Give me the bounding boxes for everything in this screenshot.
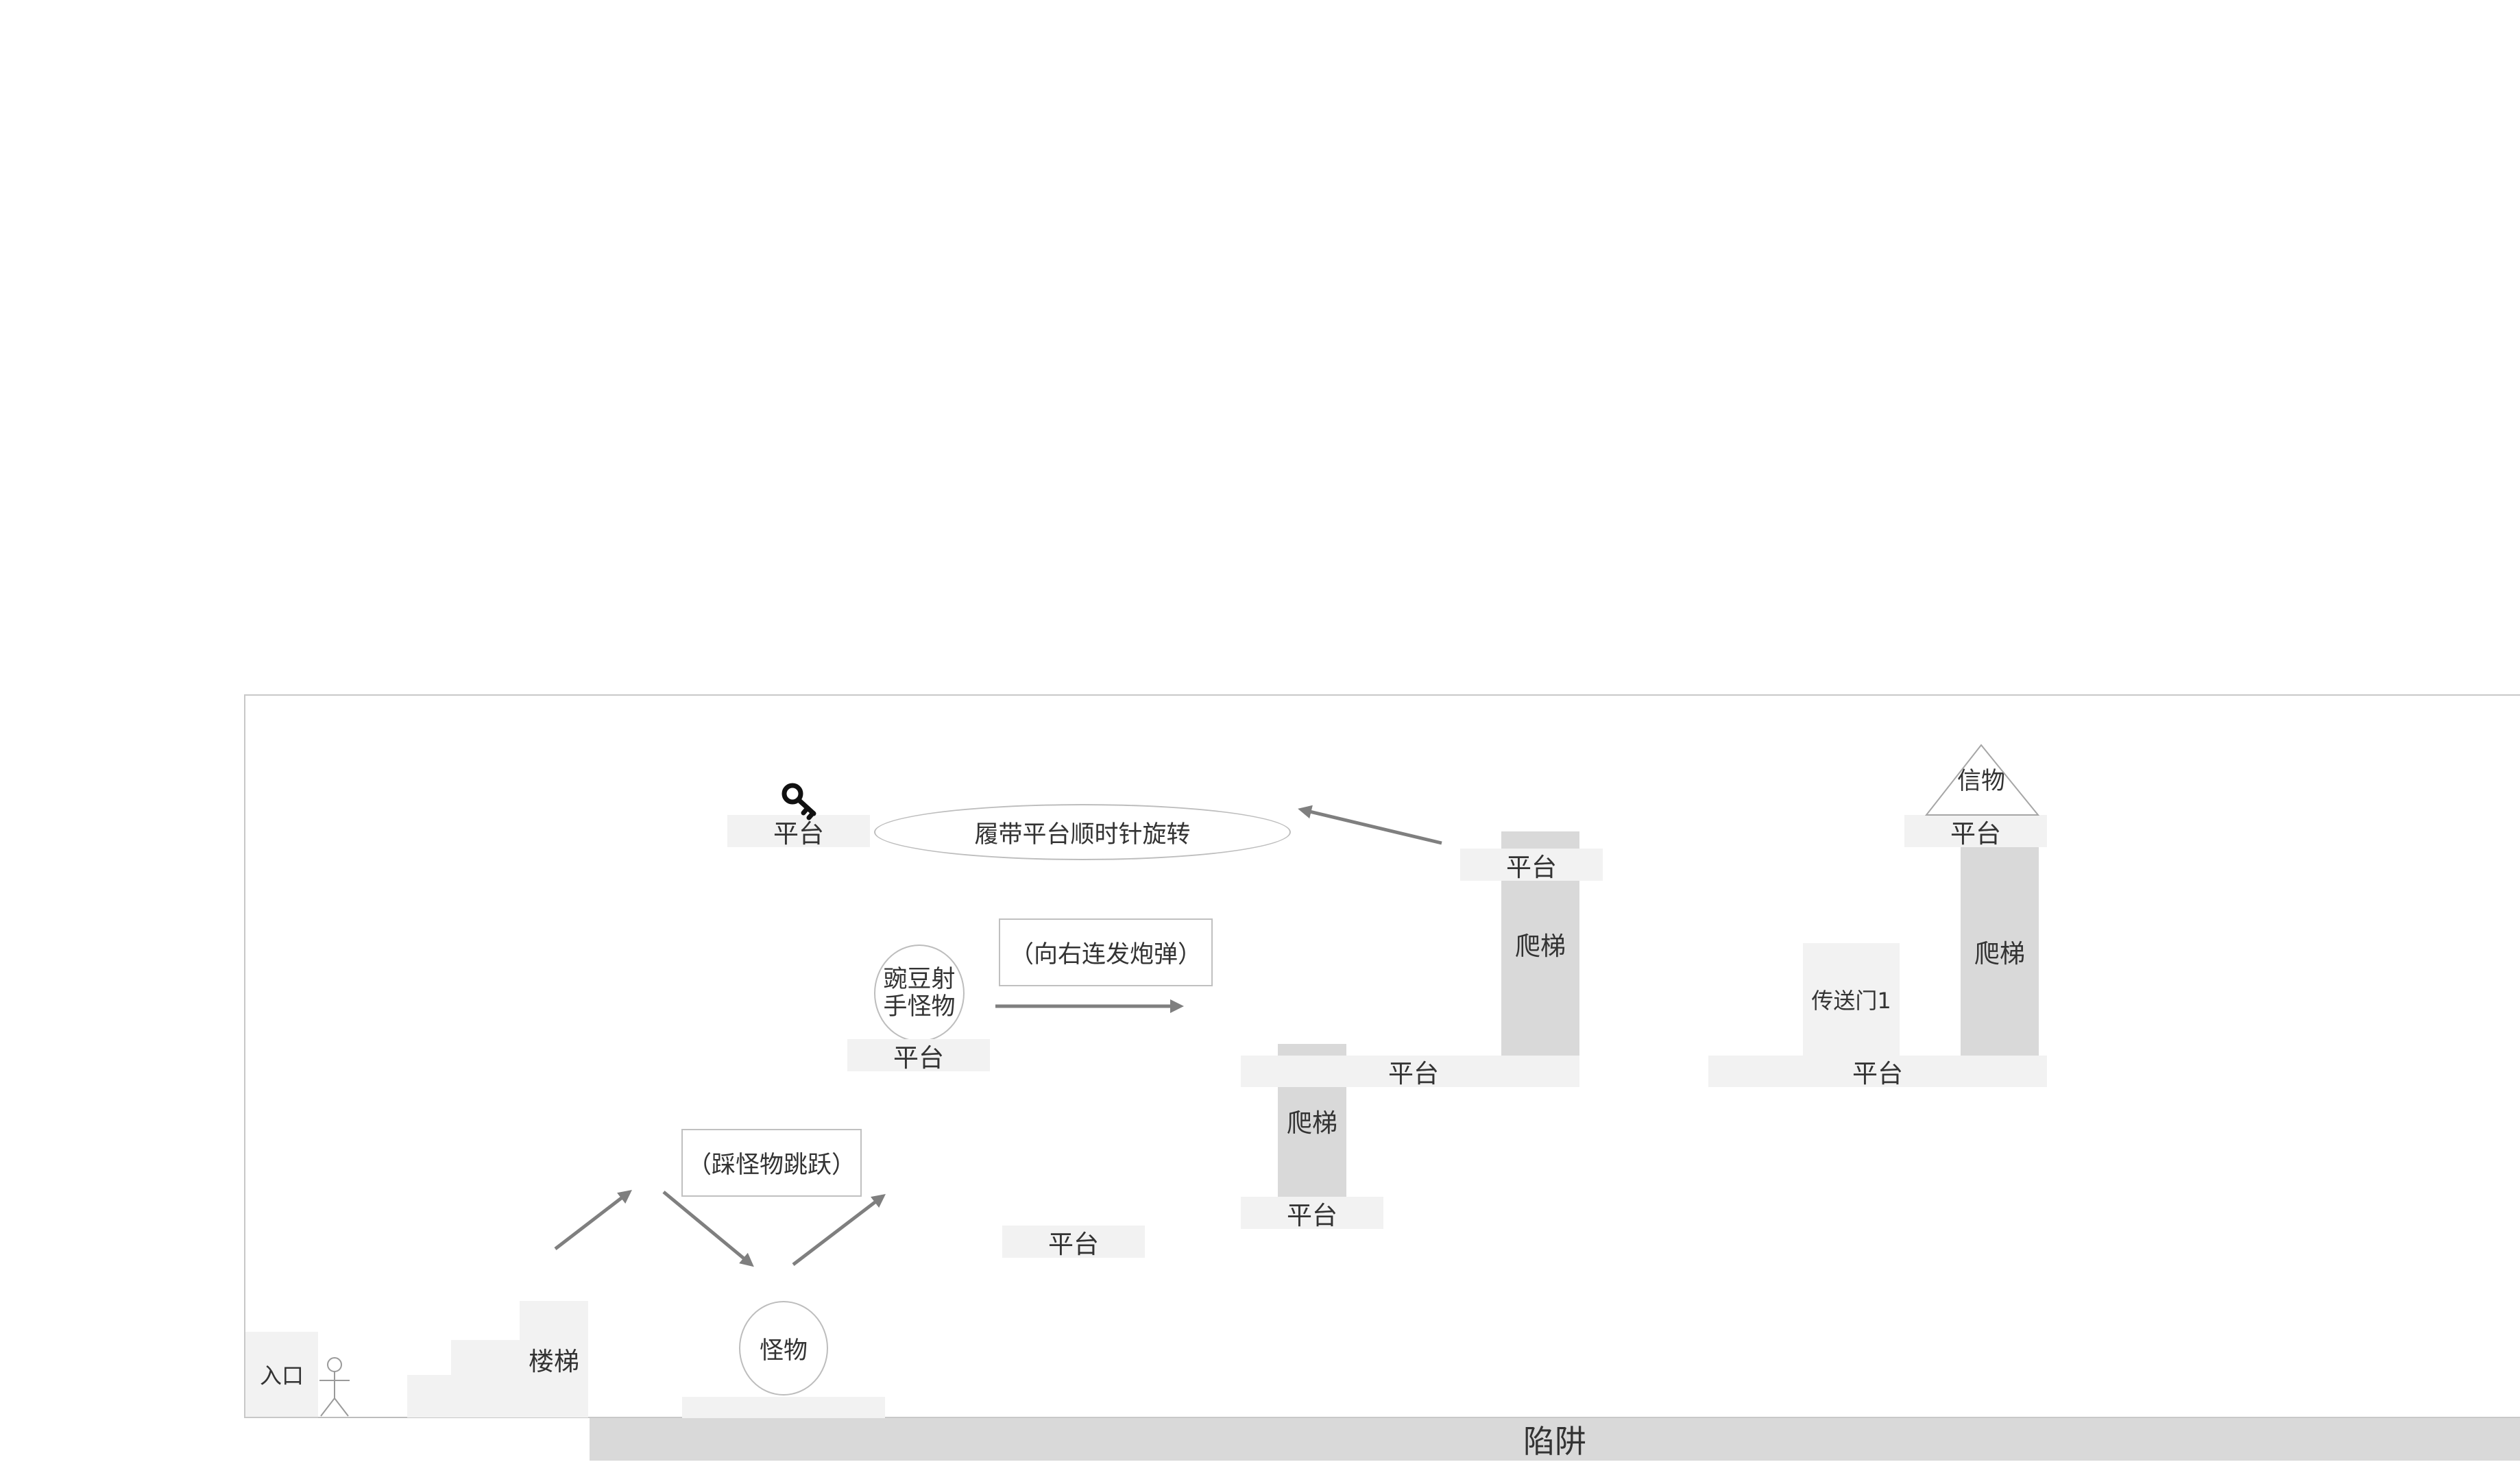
platform-label: 平台 xyxy=(1388,1059,1439,1088)
relic-label-box: 信物 xyxy=(1925,761,2037,796)
platform-right-wide: 平台 xyxy=(1708,1056,2047,1088)
pea-monster-label-line2: 手怪物 xyxy=(883,993,956,1021)
platform-center-bottom: 平台 xyxy=(1241,1197,1383,1230)
platform-label: 平台 xyxy=(773,818,824,849)
stick-figure-icon xyxy=(319,1357,350,1417)
stair-step-2 xyxy=(451,1340,520,1417)
fire-note-text: （向右连发炮弹） xyxy=(1009,941,1202,968)
monster-circle: 怪物 xyxy=(739,1301,828,1396)
platform-label: 平台 xyxy=(1048,1229,1099,1259)
entrance-label: 入口 xyxy=(259,1363,304,1389)
platform-center-top: 平台 xyxy=(1460,849,1603,882)
portal-1: 传送门1 xyxy=(1803,943,1900,1056)
monster-label: 怪物 xyxy=(759,1337,808,1365)
jump-arrow-2 xyxy=(792,1193,886,1266)
platform-label: 平台 xyxy=(893,1043,944,1073)
platform-label: 平台 xyxy=(1852,1059,1903,1088)
platform-right-top: 平台 xyxy=(1904,815,2047,849)
jump-arrow-1 xyxy=(554,1189,632,1250)
portal-label: 传送门1 xyxy=(1811,988,1891,1014)
entrance-block: 入口 xyxy=(245,1332,318,1417)
platform-center-wide: 平台 xyxy=(1241,1056,1579,1088)
stair-step-1 xyxy=(407,1375,451,1417)
stairs-label: 楼梯 xyxy=(529,1347,579,1376)
relic-triangle xyxy=(1924,744,2040,816)
conveyor-label: 履带平台顺时针旋转 xyxy=(974,820,1191,849)
conveyor-platform: 履带平台顺时针旋转 xyxy=(874,804,1291,860)
trap-label: 陷阱 xyxy=(1523,1423,1586,1460)
ladder-label: 爬梯 xyxy=(1287,1108,1337,1138)
ladder-label: 爬梯 xyxy=(1515,931,1566,961)
stomp-note: （踩怪物跳跃） xyxy=(681,1129,862,1197)
pea-shooter-monster: 豌豆射 手怪物 xyxy=(874,945,965,1042)
platform-label: 平台 xyxy=(1950,818,2001,849)
stairs-block: 楼梯 xyxy=(520,1301,588,1417)
pea-monster-label-line1: 豌豆射 xyxy=(883,966,956,993)
ladder-label: 爬梯 xyxy=(1974,939,2025,968)
platform-pea: 平台 xyxy=(847,1039,990,1073)
platform-middle-low: 平台 xyxy=(1002,1226,1145,1259)
fire-note: （向右连发炮弹） xyxy=(999,918,1213,986)
ladder-right: 爬梯 xyxy=(1961,847,2039,1056)
platform-label: 平台 xyxy=(1287,1200,1337,1230)
key-icon xyxy=(782,783,816,820)
stomp-note-text: （踩怪物跳跃） xyxy=(687,1152,856,1179)
conveyor-arrow xyxy=(1298,805,1442,845)
level-frame xyxy=(244,694,2520,1418)
platform-label: 平台 xyxy=(1506,852,1557,882)
relic-label: 信物 xyxy=(1956,767,2005,795)
drop-arrow xyxy=(662,1191,754,1267)
trap-floor: 陷阱 xyxy=(590,1418,2520,1461)
monster-base xyxy=(682,1397,885,1418)
platform-key: 平台 xyxy=(727,815,870,849)
